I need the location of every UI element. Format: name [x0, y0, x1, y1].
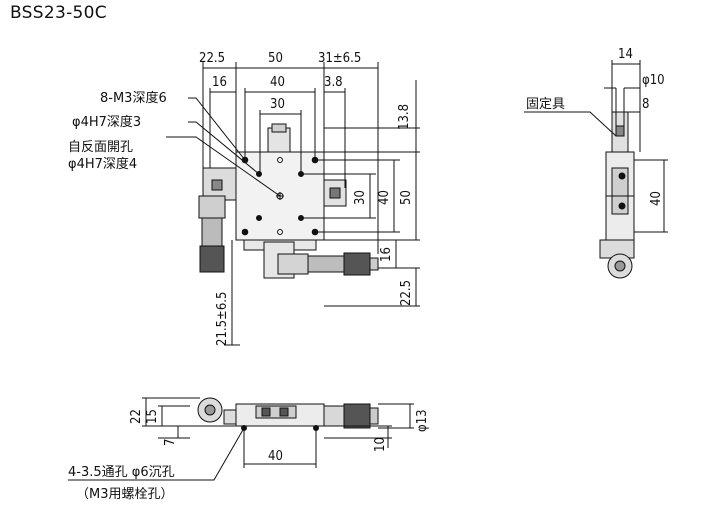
dim-right-30: 30	[353, 190, 368, 205]
top-view	[166, 62, 420, 346]
dim-16: 16	[212, 75, 227, 90]
dim-side-14: 14	[618, 47, 633, 62]
note-back-h7: φ4H7深度4	[68, 156, 137, 172]
micrometer-knob-right	[343, 252, 371, 276]
dim-13-8: 13.8	[397, 104, 412, 130]
dim-50: 50	[268, 51, 283, 66]
note-m3: 8-M3深度6	[100, 90, 167, 106]
micrometer-knob-left	[199, 245, 225, 273]
dim-front-7: 7	[163, 439, 178, 446]
dim-side-40: 40	[649, 191, 664, 206]
dim-side-phi10: φ10	[642, 73, 665, 88]
side-view	[524, 60, 668, 279]
dim-front-40: 40	[268, 449, 283, 464]
dim-right-40: 40	[377, 190, 392, 205]
dim-right-50: 50	[399, 190, 414, 205]
dim-right-16: 16	[379, 247, 394, 262]
dim-31: 31±6.5	[318, 51, 361, 66]
micrometer-knob-front	[343, 403, 371, 429]
dim-30: 30	[270, 97, 285, 112]
dim-right-22-5: 22.5	[399, 280, 414, 306]
dim-40: 40	[270, 75, 285, 90]
dim-front-phi13: φ13	[415, 409, 430, 432]
dimension-texts: 22.5 50 31±6.5 16 40 3.8 30 13.8 30 40 5…	[129, 47, 665, 464]
front-view	[68, 397, 414, 481]
dim-front-15: 15	[145, 409, 160, 424]
dim-left-21-5: 21.5±6.5	[215, 292, 230, 346]
note-h7: φ4H7深度3	[72, 114, 141, 130]
model-title: BSS23-50C	[10, 3, 107, 23]
note-bolt: （M3用螺栓孔）	[76, 487, 174, 502]
note-texts: 8-M3深度6 φ4H7深度3 自反面開孔 φ4H7深度4 固定具 4-3.5通…	[68, 90, 565, 502]
note-through-hole: 4-3.5通孔 φ6沉孔	[68, 465, 175, 480]
note-back-hole: 自反面開孔	[68, 140, 133, 155]
dim-side-8: 8	[642, 97, 649, 112]
dim-front-22: 22	[129, 409, 144, 424]
dim-front-10: 10	[373, 437, 388, 452]
note-fixture: 固定具	[526, 97, 565, 112]
dim-22-5: 22.5	[199, 51, 225, 66]
dim-3-8: 3.8	[324, 75, 343, 90]
